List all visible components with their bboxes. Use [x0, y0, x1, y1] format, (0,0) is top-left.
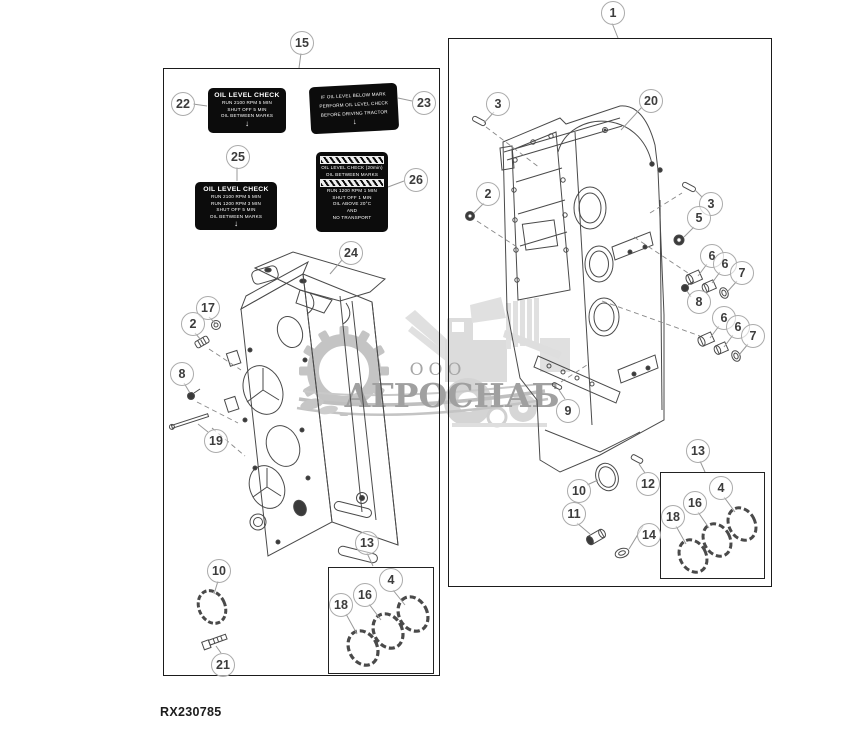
- callout-8-left: 8: [170, 362, 194, 386]
- washer-14: [614, 547, 630, 559]
- callout-2-right: 2: [476, 182, 500, 206]
- plug-12: [630, 454, 644, 464]
- right-assembly-drawing: [465, 105, 758, 574]
- plug-2: [465, 211, 475, 221]
- decal-oil-level-warning-23: IF OIL LEVEL BELOW MARK PERFORM OIL LEVE…: [308, 82, 400, 135]
- hatch-bar: [320, 179, 384, 188]
- callout-12: 12: [636, 472, 660, 496]
- callout-16-left: 16: [353, 583, 377, 607]
- callout-19: 19: [204, 429, 228, 453]
- seal-kit-rings: [677, 506, 758, 574]
- callout-10-left: 10: [207, 559, 231, 583]
- callout-11: 11: [562, 502, 586, 526]
- callout-18-left: 18: [329, 593, 353, 617]
- down-arrow-icon: ↓: [234, 219, 238, 229]
- callout-3-upper: 3: [486, 92, 510, 116]
- callout-14: 14: [637, 523, 661, 547]
- decal-oil-level-check-25: OIL LEVEL CHECK RUN 2100 RPM 5 MIN RUN 1…: [195, 182, 277, 230]
- callout-21: 21: [211, 653, 235, 677]
- callout-4-right: 4: [709, 476, 733, 500]
- callout-7-lower: 7: [741, 324, 765, 348]
- detail-box-1: [448, 38, 772, 587]
- decal-title: OIL LEVEL CHECK: [203, 186, 269, 193]
- callout-16-right: 16: [683, 491, 707, 515]
- callout-17: 17: [196, 296, 220, 320]
- dowel-pin-3: [472, 115, 486, 127]
- decal-title: OIL LEVEL CHECK: [214, 92, 280, 99]
- callout-22: 22: [171, 92, 195, 116]
- seal-kit-box-right: [660, 472, 765, 579]
- callout-13-left: 13: [355, 531, 379, 555]
- bearing-bore: [573, 186, 607, 230]
- detail-box-15: [163, 68, 440, 676]
- callout-8-right: 8: [687, 290, 711, 314]
- down-arrow-icon: ↓: [245, 118, 249, 128]
- callout-9: 9: [556, 399, 580, 423]
- callout-15: 15: [290, 31, 314, 55]
- sensor-bolt-8: [187, 388, 201, 400]
- callout-13-right: 13: [686, 439, 710, 463]
- callout-26: 26: [404, 168, 428, 192]
- callout-24: 24: [339, 241, 363, 265]
- swoosh-lines: [296, 383, 549, 416]
- drawing-number: RX230785: [160, 705, 222, 719]
- callout-4-left: 4: [379, 568, 403, 592]
- callout-25: 25: [226, 145, 250, 169]
- callout-2-left: 2: [181, 312, 205, 336]
- callout-23: 23: [412, 91, 436, 115]
- bushing-set-upper: [685, 269, 729, 299]
- decal-oil-level-check-22: OIL LEVEL CHECK RUN 2100 RPM 5 MIN SHUT …: [208, 88, 286, 133]
- hatch-bar: [320, 156, 384, 164]
- callout-7-upper: 7: [730, 261, 754, 285]
- bearing-bore: [584, 245, 614, 283]
- bearing-bore: [588, 297, 620, 337]
- nut-5: [673, 234, 685, 246]
- webbed-opening: [242, 365, 284, 415]
- shift-cover-housing: [223, 260, 399, 564]
- harvester-silhouette: [405, 297, 570, 428]
- assembly-dashed-lines: [196, 126, 701, 457]
- webbed-opening: [248, 465, 286, 509]
- callout-18-right: 18: [661, 505, 685, 529]
- callout-10-right: 10: [567, 479, 591, 503]
- support-bracket: [253, 251, 387, 325]
- hex-bolt-21: [201, 633, 228, 651]
- roll-pin-9: [551, 382, 563, 390]
- seal-ring-10: [196, 589, 228, 625]
- transmission-case: [499, 105, 665, 473]
- callout-20: 20: [639, 89, 663, 113]
- callout-1: 1: [601, 1, 625, 25]
- dipstick-rod-19: [168, 413, 210, 430]
- bushing-set-lower: [697, 331, 741, 362]
- decal-oil-level-check-26: OIL LEVEL CHECK (20min) OIL BETWEEN MARK…: [316, 152, 388, 232]
- fitting-11: [586, 528, 606, 546]
- grommet-17: [211, 320, 221, 330]
- callout-5: 5: [687, 206, 711, 230]
- seal-kit-box-left: [328, 567, 434, 674]
- seal-kit-rings: [346, 595, 430, 667]
